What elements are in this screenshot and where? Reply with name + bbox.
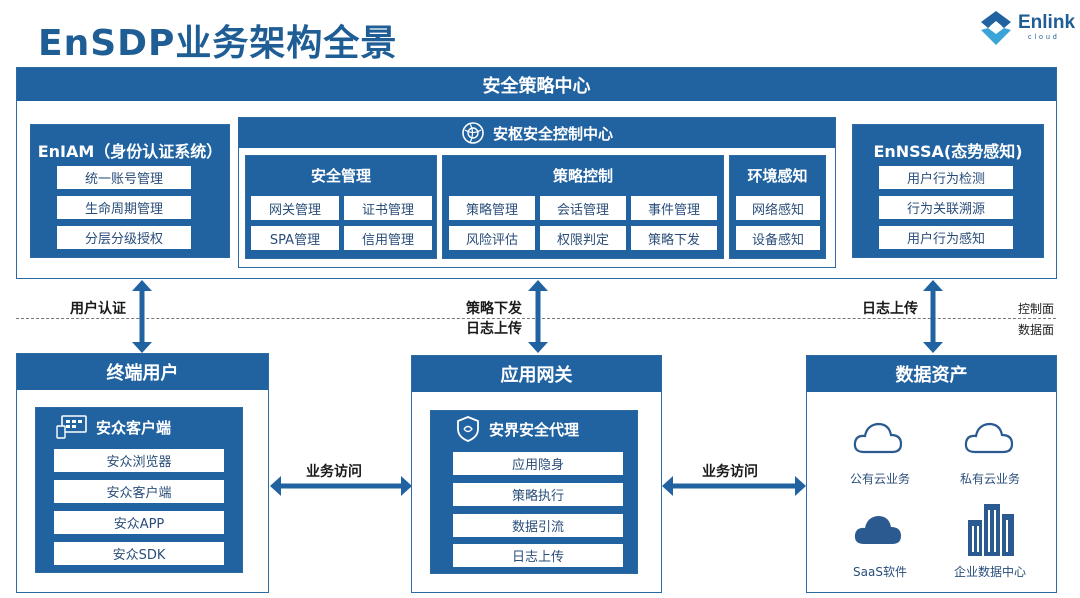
security-mgmt-item[interactable]: 网关管理 xyxy=(251,196,339,220)
logo-sub: cloud xyxy=(1028,34,1060,41)
policy-ctrl-item[interactable]: 事件管理 xyxy=(631,196,717,220)
security-mgmt-item[interactable]: 信用管理 xyxy=(344,226,432,250)
terminal-item[interactable]: 安众客户端 xyxy=(54,480,224,503)
control-plane-label: 控制面 xyxy=(1018,302,1055,316)
data-plane-label: 数据面 xyxy=(1018,323,1055,337)
eniam-item[interactable]: 分层分级授权 xyxy=(57,226,191,249)
policy-ctrl-item[interactable]: 会话管理 xyxy=(540,196,626,220)
ennssa-panel: EnNSSA(态势感知) 用户行为检测 行为关联溯源 用户行为感知 xyxy=(852,124,1044,258)
biz-access-right-arrow xyxy=(662,476,806,496)
ennssa-item[interactable]: 用户行为检测 xyxy=(879,166,1013,189)
page-title: EnSDP业务架构全景 xyxy=(38,23,398,64)
gateway-item[interactable]: 日志上传 xyxy=(453,544,623,567)
assets-title: 数据资产 xyxy=(807,356,1056,392)
control-center-title: 安枢安全控制中心 xyxy=(492,124,613,143)
eniam-title: EnIAM（身份认证系统） xyxy=(37,142,223,161)
log-upload-right-label: 日志上传 xyxy=(862,301,918,317)
user-auth-arrow xyxy=(132,280,152,353)
policy-ctrl-title: 策略控制 xyxy=(443,156,723,194)
ennssa-item[interactable]: 行为关联溯源 xyxy=(879,196,1013,219)
client-device-icon xyxy=(56,415,87,439)
shield-icon xyxy=(457,416,479,442)
eniam-panel: EnIAM（身份认证系统） 统一账号管理 生命周期管理 分层分级授权 xyxy=(30,124,230,258)
globe-shield-icon xyxy=(462,122,484,144)
terminal-client-header: 安众客户端 xyxy=(36,408,242,446)
saas-cloud-icon xyxy=(854,516,901,544)
policy-issue-arrow xyxy=(528,280,548,353)
gateway-proxy-header: 安界安全代理 xyxy=(431,411,637,447)
datacenter-building-icon xyxy=(968,504,1014,556)
control-center-header: 安枢安全控制中心 xyxy=(239,118,835,148)
gateway-title: 应用网关 xyxy=(412,356,661,392)
biz-access-right-label: 业务访问 xyxy=(702,464,758,480)
asset-label: 私有云业务 xyxy=(959,472,1020,486)
terminal-item[interactable]: 安众SDK xyxy=(54,542,224,565)
security-mgmt-title: 安全管理 xyxy=(246,156,436,194)
policy-ctrl-panel: 策略控制 策略管理 会话管理 事件管理 风险评估 权限判定 策略下发 xyxy=(442,155,724,259)
security-mgmt-item[interactable]: SPA管理 xyxy=(251,226,339,250)
env-sense-panel: 环境感知 网络感知 设备感知 xyxy=(729,155,826,259)
terminal-client-title: 安众客户端 xyxy=(96,418,172,437)
policy-ctrl-item[interactable]: 权限判定 xyxy=(540,226,626,250)
public-cloud-icon xyxy=(853,422,903,454)
ennssa-title: EnNSSA(态势感知) xyxy=(873,142,1023,161)
policy-ctrl-item[interactable]: 策略下发 xyxy=(631,226,717,250)
gateway-proxy-title: 安界安全代理 xyxy=(489,420,580,439)
gateway-item[interactable]: 策略执行 xyxy=(453,483,623,506)
user-auth-label: 用户认证 xyxy=(70,301,126,317)
asset-label: SaaS软件 xyxy=(853,565,907,579)
enlink-logo-icon xyxy=(981,11,1011,45)
eniam-item[interactable]: 统一账号管理 xyxy=(57,166,191,189)
terminal-item[interactable]: 安众浏览器 xyxy=(54,449,224,472)
security-mgmt-panel: 安全管理 网关管理 证书管理 SPA管理 信用管理 xyxy=(245,155,437,259)
asset-label: 公有云业务 xyxy=(849,472,910,486)
assets-block: 数据资产 xyxy=(806,355,1057,593)
policy-ctrl-item[interactable]: 策略管理 xyxy=(449,196,535,220)
gateway-proxy-panel: 安界安全代理 应用隐身 策略执行 数据引流 日志上传 xyxy=(430,410,638,574)
terminal-client-panel: 安众客户端 安众浏览器 安众客户端 安众APP 安众SDK xyxy=(35,407,243,573)
policy-ctrl-item[interactable]: 风险评估 xyxy=(449,226,535,250)
policy-center-title: 安全策略中心 xyxy=(17,68,1056,101)
policy-issue-label: 策略下发 xyxy=(466,301,522,317)
logo-name: Enlink xyxy=(1018,12,1076,33)
log-upload-arrow xyxy=(923,280,943,353)
gateway-item[interactable]: 数据引流 xyxy=(453,514,623,537)
env-sense-item[interactable]: 网络感知 xyxy=(736,196,820,220)
biz-access-left-arrow xyxy=(270,476,412,496)
biz-access-left-label: 业务访问 xyxy=(306,464,362,480)
eniam-item[interactable]: 生命周期管理 xyxy=(57,196,191,219)
enlink-logo: Enlink cloud xyxy=(976,8,1076,48)
security-mgmt-item[interactable]: 证书管理 xyxy=(344,196,432,220)
terminal-item[interactable]: 安众APP xyxy=(54,511,224,534)
asset-label: 企业数据中心 xyxy=(953,565,1026,579)
gateway-item[interactable]: 应用隐身 xyxy=(453,452,623,475)
env-sense-title: 环境感知 xyxy=(730,156,825,194)
log-upload-mid-label: 日志上传 xyxy=(466,321,522,337)
env-sense-item[interactable]: 设备感知 xyxy=(736,226,820,250)
ennssa-item[interactable]: 用户行为感知 xyxy=(879,226,1013,249)
private-cloud-icon xyxy=(964,422,1014,454)
terminal-title: 终端用户 xyxy=(17,354,268,390)
